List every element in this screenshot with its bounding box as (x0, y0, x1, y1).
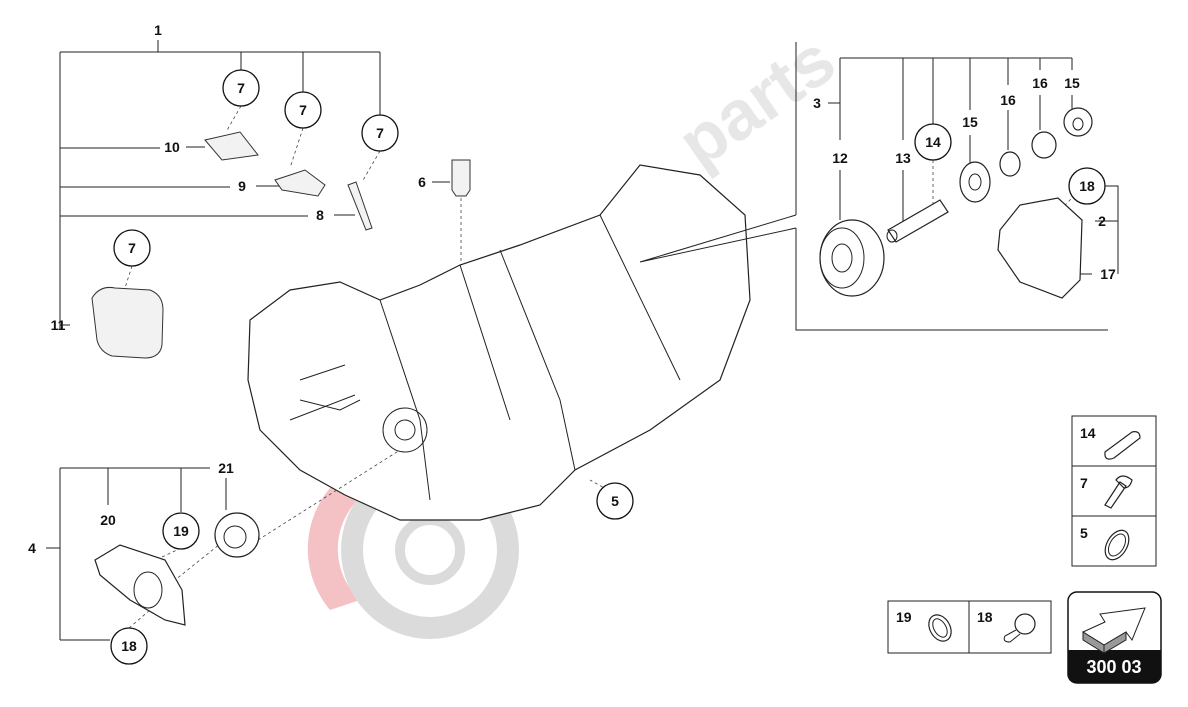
svg-text:18: 18 (977, 609, 993, 625)
callout-11[interactable]: 11 (51, 317, 66, 333)
circled-callouts: 7 7 7 7 14 18 5 19 18 (110, 69, 1106, 665)
svg-text:14: 14 (1080, 425, 1096, 441)
bush-16a[interactable] (999, 151, 1021, 177)
circled-callout-19[interactable]: 19 (162, 512, 200, 550)
svg-text:18: 18 (1079, 178, 1095, 194)
pin-icon (1104, 431, 1141, 460)
legend-item-7[interactable]: 7 (1080, 475, 1133, 509)
svg-text:7: 7 (237, 80, 245, 96)
callout-15[interactable]: 15 (1064, 75, 1080, 91)
screw-icon (1104, 475, 1133, 509)
callout-15[interactable]: 15 (962, 114, 978, 130)
next-page-button[interactable]: 300 03 (1067, 591, 1162, 684)
page-code: 300 03 (1086, 657, 1141, 677)
svg-text:7: 7 (1080, 475, 1088, 491)
circled-callout-7[interactable]: 7 (284, 91, 322, 129)
svg-text:14: 14 (925, 134, 941, 150)
breather-6[interactable] (451, 159, 471, 197)
gear-21[interactable] (214, 512, 260, 558)
callout-4[interactable]: 4 (28, 540, 36, 556)
svg-text:19: 19 (896, 609, 912, 625)
callout-3[interactable]: 3 (813, 95, 821, 111)
arrow-next-icon (1081, 607, 1146, 654)
group-1-bracket (59, 40, 381, 330)
detail-box (639, 42, 1119, 331)
bush-16b[interactable] (1031, 131, 1057, 159)
legend-box-horizontal: 19 18 (887, 600, 1052, 654)
callout-labels: 1 10 9 8 11 6 3 12 13 15 16 16 15 2 17 4… (28, 22, 1116, 556)
callout-6[interactable]: 6 (418, 174, 426, 190)
circled-callout-7[interactable]: 7 (222, 69, 260, 107)
washer-15a[interactable] (959, 161, 991, 203)
circled-callout-7[interactable]: 7 (113, 229, 151, 267)
callout-16[interactable]: 16 (1000, 92, 1016, 108)
circled-callout-18[interactable]: 18 (1068, 167, 1106, 205)
cover-20[interactable] (94, 544, 186, 626)
circled-callout-5[interactable]: 5 (596, 482, 634, 520)
legend-item-18[interactable]: 18 (977, 609, 1036, 643)
cover-11[interactable] (91, 287, 164, 359)
legend-box-vertical: 14 7 5 (1071, 415, 1157, 567)
callout-12[interactable]: 12 (832, 150, 848, 166)
lever-8[interactable] (347, 181, 373, 231)
transmission-housing[interactable] (247, 164, 751, 521)
callout-10[interactable]: 10 (164, 139, 180, 155)
circled-callout-18[interactable]: 18 (110, 627, 148, 665)
callout-21[interactable]: 21 (218, 460, 234, 476)
seal-ring-icon (1104, 529, 1130, 561)
callout-20[interactable]: 20 (100, 512, 116, 528)
shaft-13[interactable] (886, 199, 949, 243)
washer-icon (928, 614, 952, 642)
legend-item-14[interactable]: 14 (1080, 425, 1141, 460)
svg-text:5: 5 (1080, 525, 1088, 541)
legend-item-5[interactable]: 5 (1080, 525, 1134, 564)
shim-10[interactable] (204, 131, 259, 161)
legend-item-19[interactable]: 19 (896, 609, 956, 645)
callout-8[interactable]: 8 (316, 207, 324, 223)
cover-17[interactable] (997, 197, 1083, 299)
callout-13[interactable]: 13 (895, 150, 911, 166)
group-4-bracket (46, 467, 227, 641)
bearing-12[interactable] (819, 219, 885, 297)
svg-text:parts: parts (664, 20, 849, 182)
callout-1[interactable]: 1 (154, 22, 162, 38)
callout-16[interactable]: 16 (1032, 75, 1048, 91)
svg-text:7: 7 (128, 240, 136, 256)
plate-9[interactable] (274, 169, 326, 197)
callout-2[interactable]: 2 (1098, 213, 1106, 229)
svg-text:5: 5 (611, 493, 619, 509)
bolt-icon (1003, 613, 1036, 643)
circled-callout-7[interactable]: 7 (361, 114, 399, 152)
washer-15b[interactable] (1063, 107, 1093, 137)
callout-9[interactable]: 9 (238, 178, 246, 194)
svg-text:18: 18 (121, 638, 137, 654)
circled-callout-14[interactable]: 14 (914, 123, 952, 161)
svg-text:19: 19 (173, 523, 189, 539)
svg-text:7: 7 (299, 102, 307, 118)
svg-text:7: 7 (376, 125, 384, 141)
callout-17[interactable]: 17 (1100, 266, 1116, 282)
